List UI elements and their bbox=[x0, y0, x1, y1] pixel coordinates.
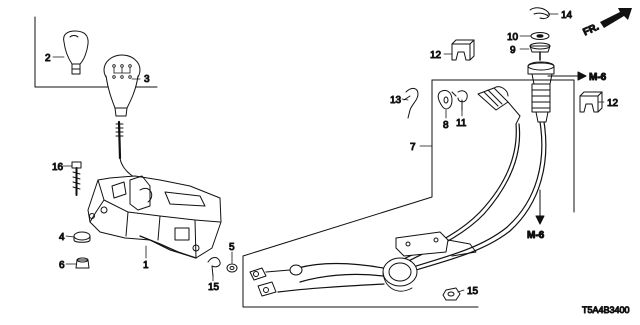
cable-assembly-frame-lower bbox=[242, 79, 479, 308]
washer-10 bbox=[530, 32, 550, 40]
bracket-12-lower bbox=[579, 91, 603, 113]
lever-cable-end-upper bbox=[249, 264, 303, 281]
washer-4 bbox=[73, 231, 91, 243]
callout-1: 1 bbox=[143, 260, 149, 271]
cable-lower-bracket bbox=[395, 231, 477, 257]
cable-end-select bbox=[477, 86, 521, 125]
clip-15 bbox=[207, 257, 221, 277]
callout-12-lower: 12 bbox=[607, 98, 619, 109]
leader-lines bbox=[52, 13, 605, 293]
callout-numbers: 2 3 16 4 6 1 5 15 13 8 11 7 12 10 9 14 1… bbox=[45, 10, 620, 298]
shift-knob-small bbox=[63, 30, 89, 75]
shift-knob-patterned bbox=[103, 54, 141, 117]
front-direction-label: FR. bbox=[582, 22, 601, 39]
clip-13-left bbox=[403, 87, 419, 119]
lever-cable-end-lower bbox=[257, 281, 277, 297]
arrow-m6-top bbox=[547, 71, 587, 81]
reference-m6-bottom: M-6 bbox=[527, 230, 545, 241]
bushing-9 bbox=[529, 42, 551, 61]
cable-coil bbox=[382, 257, 418, 292]
callout-4: 4 bbox=[59, 232, 65, 243]
clip-13-top bbox=[529, 7, 550, 19]
reference-m6-top: M-6 bbox=[589, 72, 607, 83]
bolt-16 bbox=[71, 161, 82, 196]
callout-2: 2 bbox=[45, 53, 51, 64]
callout-14: 15 bbox=[467, 286, 479, 297]
lever-cable-runs bbox=[277, 262, 385, 293]
arrow-m6-bottom bbox=[535, 189, 545, 225]
callout-11: 11 bbox=[456, 118, 467, 129]
callout-9: 9 bbox=[510, 45, 516, 56]
callout-3: 3 bbox=[144, 74, 150, 85]
callout-7: 7 bbox=[410, 142, 416, 153]
callout-6: 6 bbox=[59, 260, 65, 271]
washer-5 bbox=[226, 263, 238, 273]
callout-13-left: 13 bbox=[390, 95, 402, 106]
cable-assembly-frame bbox=[431, 79, 575, 213]
cable-end-shift bbox=[527, 61, 555, 123]
callout-10: 10 bbox=[507, 32, 519, 43]
callout-12-upper: 12 bbox=[430, 50, 442, 61]
callout-15: 15 bbox=[208, 282, 220, 293]
diagram-code: T5A4B3400 bbox=[582, 305, 630, 315]
nut-14 bbox=[442, 287, 461, 301]
callout-8: 8 bbox=[443, 120, 449, 131]
callout-16: 16 bbox=[52, 162, 64, 173]
callout-5: 5 bbox=[229, 242, 235, 253]
shift-lever-housing bbox=[87, 120, 222, 259]
front-direction-arrow bbox=[600, 8, 632, 28]
clip-11 bbox=[451, 90, 468, 111]
washer-8 bbox=[437, 89, 453, 110]
bracket-12-upper bbox=[451, 39, 475, 61]
callout-13-top: 14 bbox=[561, 10, 573, 21]
nut-6 bbox=[75, 257, 90, 269]
